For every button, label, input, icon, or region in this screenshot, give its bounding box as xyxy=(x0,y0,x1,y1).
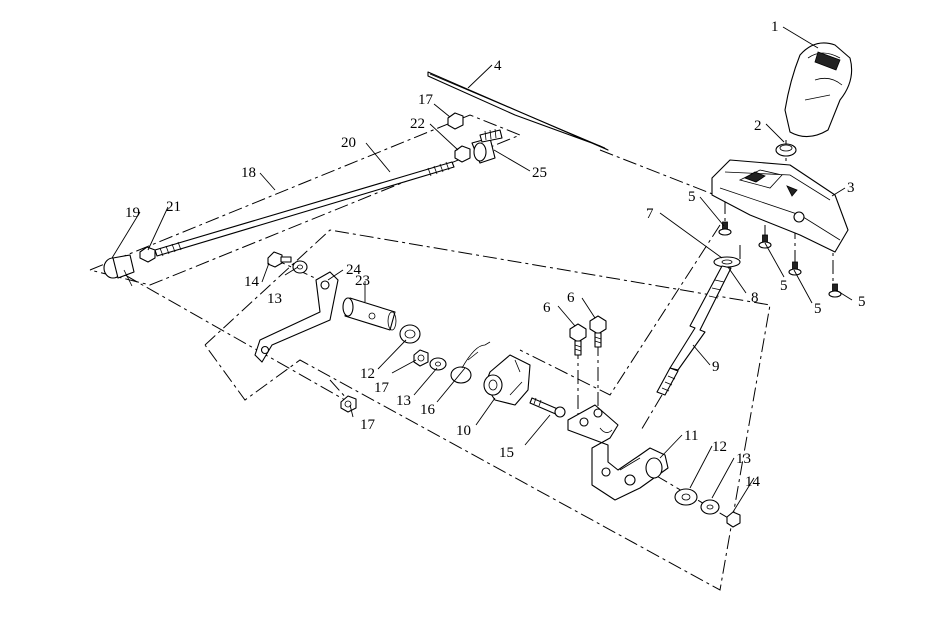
callout-19: 19 xyxy=(125,205,140,221)
rod4-axis xyxy=(599,149,716,196)
callout-9: 9 xyxy=(712,359,720,375)
right-fastener-stack xyxy=(674,488,741,528)
callout-10: 10 xyxy=(456,423,471,439)
callout-23: 23 xyxy=(355,273,370,289)
callout-17a: 17 xyxy=(418,92,434,108)
callout-13c: 13 xyxy=(736,451,751,467)
callout-11: 11 xyxy=(684,428,698,444)
lower-nut xyxy=(340,395,357,413)
callout-5b: 5 xyxy=(780,278,788,294)
rod-end xyxy=(103,246,156,287)
callout-5d: 5 xyxy=(858,294,866,310)
callout-4: 4 xyxy=(494,58,502,74)
shift-knob xyxy=(784,42,853,138)
pivot-pin xyxy=(529,397,566,418)
spring-clip xyxy=(450,341,491,384)
shift-shaft xyxy=(656,265,732,396)
callout-14b: 14 xyxy=(745,474,761,490)
mounting-bracket xyxy=(567,404,669,501)
shift-rod xyxy=(154,161,455,257)
mid-washer xyxy=(399,324,421,344)
callout-6b: 6 xyxy=(567,290,575,306)
callout-17c: 17 xyxy=(360,417,376,433)
callout-13a: 13 xyxy=(267,291,282,307)
bolts-6 xyxy=(569,315,607,356)
callout-22: 22 xyxy=(410,116,425,132)
callout-18: 18 xyxy=(241,165,256,181)
cable-blade xyxy=(427,71,609,151)
callout-15: 15 xyxy=(499,445,514,461)
lever-boundary xyxy=(204,229,771,591)
callout-16: 16 xyxy=(420,402,436,418)
callout-5c: 5 xyxy=(814,301,822,317)
callout-2: 2 xyxy=(754,118,762,134)
bushing xyxy=(342,297,397,331)
callout-14a: 14 xyxy=(244,274,260,290)
pivot-housing xyxy=(483,354,531,406)
callout-13b: 13 xyxy=(396,393,411,409)
callout-3: 3 xyxy=(847,180,855,196)
callout-6a: 6 xyxy=(543,300,551,316)
callout-20: 20 xyxy=(341,135,356,151)
shift-console xyxy=(711,159,849,253)
callout-12a: 12 xyxy=(360,366,375,382)
callout-12b: 12 xyxy=(712,439,727,455)
callout-1: 1 xyxy=(771,19,779,35)
left-bolt-washer xyxy=(267,251,308,274)
mid-nut-washer xyxy=(413,349,447,371)
rod-boundary xyxy=(89,114,522,286)
callout-25: 25 xyxy=(532,165,547,181)
callout-24: 24 xyxy=(346,262,362,278)
lever-arm xyxy=(254,271,339,363)
callout-7: 7 xyxy=(646,206,654,222)
shaft-washer xyxy=(713,256,741,268)
rod-top-end xyxy=(447,112,503,164)
callout-17b: 17 xyxy=(374,380,390,396)
knob-sleeve xyxy=(775,143,797,157)
callout-21: 21 xyxy=(166,199,181,215)
leader-lines xyxy=(111,26,853,513)
callout-8: 8 xyxy=(751,290,759,306)
callout-5a: 5 xyxy=(688,189,696,205)
callout-labels: 1 2 3 4 5 5 5 5 6 6 7 8 9 10 11 12 12 13… xyxy=(125,19,866,490)
